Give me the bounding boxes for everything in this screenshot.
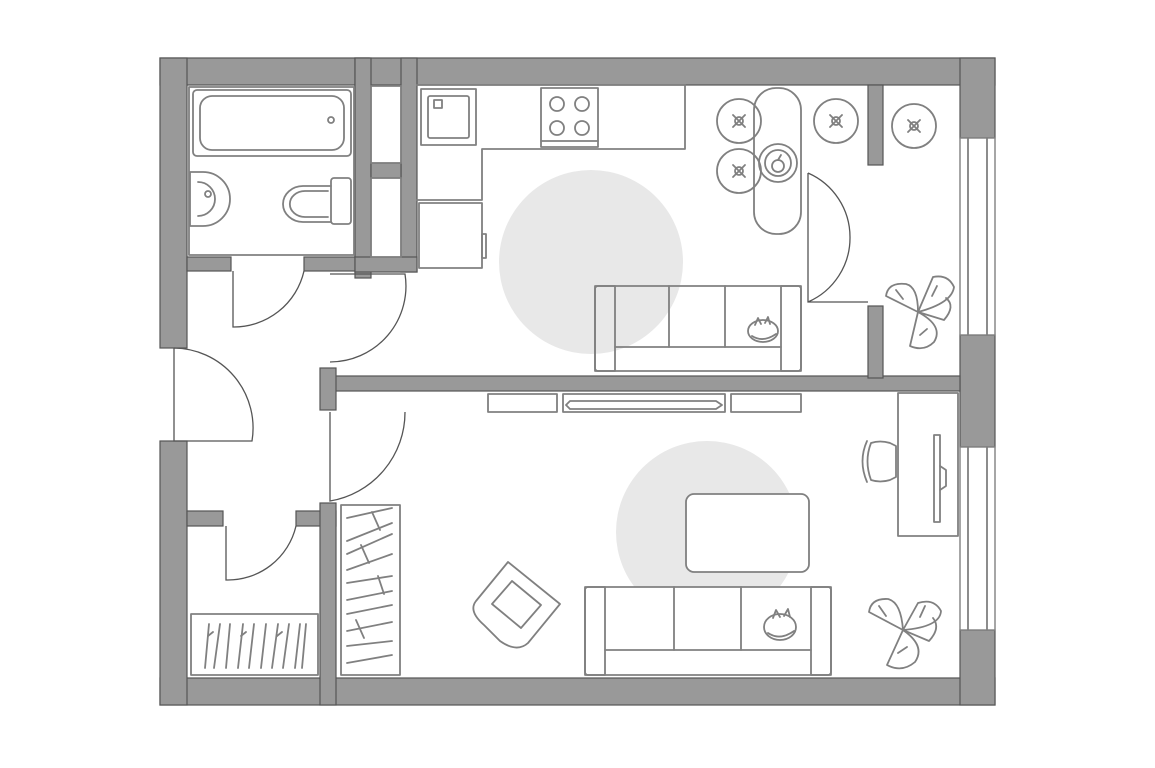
wardrobe-wall-right: [319, 502, 337, 706]
cat-icon: [763, 608, 797, 641]
closet-column-wall-bottom: [354, 256, 418, 273]
kitchen-counter: [416, 84, 686, 201]
windows: [959, 137, 996, 631]
fruit-bowl-icon: [758, 143, 798, 183]
kitchen-living-room: [416, 84, 859, 372]
sink-icon: [189, 171, 231, 227]
kitchen-rug: [499, 170, 683, 354]
bathroom-wall-bottom-left: [186, 256, 232, 272]
chair-icon: [861, 440, 897, 483]
outer-wall-right-middle: [959, 334, 996, 448]
plant-icon: [868, 598, 942, 670]
tv-console: [487, 393, 802, 413]
kitchen-sink-icon: [420, 88, 477, 146]
outer-wall-right-top: [959, 57, 996, 139]
cat-icon: [747, 316, 779, 343]
window-balcony: [959, 137, 996, 336]
fridge-icon: [418, 202, 487, 269]
balcony-door: [807, 172, 868, 303]
tv-icon: [562, 393, 726, 413]
outer-wall-left-lower: [159, 440, 188, 706]
bedroom-door: [329, 411, 406, 502]
partition-wall-stub: [319, 367, 337, 411]
wardrobe: [190, 613, 319, 676]
sofa-icon: [584, 586, 832, 676]
monitor-icon: [933, 434, 947, 523]
wardrobe-cabinet: [190, 613, 319, 676]
outer-wall-bottom: [159, 677, 996, 706]
stove-icon: [540, 87, 599, 148]
wardrobe-wall-top-left: [186, 510, 224, 527]
stool-icon: [813, 98, 859, 144]
wardrobe-door: [225, 525, 297, 581]
walls: [159, 57, 996, 706]
desk-icon: [897, 392, 959, 537]
sofa-icon: [594, 285, 802, 372]
coffee-table: [685, 493, 810, 573]
window-bedroom: [959, 446, 996, 631]
partition-wall-horizontal: [334, 375, 961, 392]
entrance-door: [173, 347, 254, 442]
closet-column-wall-right: [400, 57, 418, 273]
closet-column-wall-left: [354, 57, 372, 279]
outer-wall-top: [159, 57, 996, 86]
stool-icon: [716, 98, 762, 144]
shelving-unit: [340, 504, 401, 676]
kitchen-door: [329, 273, 407, 363]
balcony-wall-upper: [867, 84, 884, 166]
bathroom-door: [232, 270, 305, 328]
doors: [173, 172, 868, 581]
outer-wall-right-bottom: [959, 629, 996, 706]
balcony: [885, 103, 955, 350]
bar-counter: [753, 87, 802, 235]
stool-icon: [891, 103, 937, 149]
plant-icon: [885, 275, 955, 350]
balcony-wall-lower: [867, 305, 884, 379]
storage-niche: [370, 85, 402, 258]
outer-wall-left-upper: [159, 57, 188, 349]
bathroom-inner: [188, 86, 355, 256]
toilet-icon: [282, 177, 352, 225]
stool-icon: [716, 148, 762, 194]
closet-shelf-divider: [370, 162, 402, 179]
bathroom: [188, 86, 355, 256]
bedroom: [340, 392, 959, 676]
armchair-icon: [472, 561, 561, 649]
bathtub-icon: [192, 89, 352, 157]
